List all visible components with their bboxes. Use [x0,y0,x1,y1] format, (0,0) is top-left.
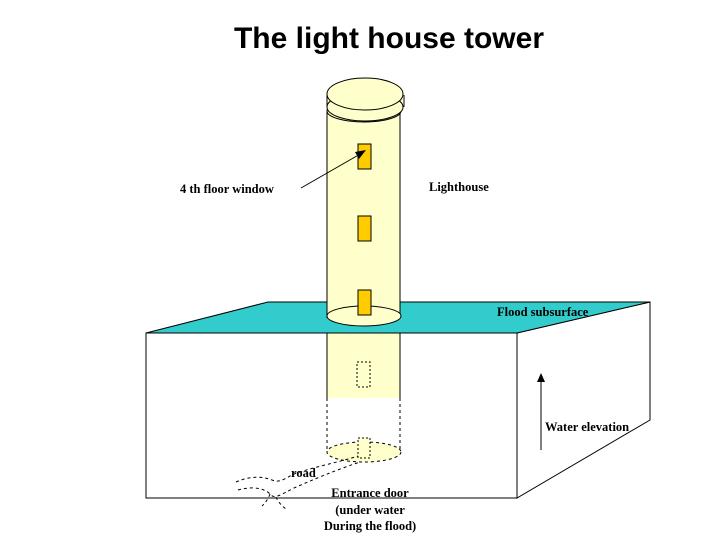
window-pointer-line [300,152,363,189]
label-road: road [291,466,316,480]
road-branch [261,493,271,507]
label-water-elevation: Water elevation [545,420,630,434]
entrance-door [357,437,371,459]
road-upper-edge [235,455,359,483]
road-lower-edge [237,461,361,497]
window-middle [357,215,372,242]
box-right-face [516,301,651,499]
lighthouse-tower-body [327,110,400,318]
label-entrance-line3: During the flood) [323,519,417,533]
label-entrance-line2: (under water [335,503,405,517]
window-lower [357,289,372,316]
label-4th-floor-window: 4 th floor window [180,182,274,196]
lantern-top [326,77,404,111]
road-branch-2 [275,496,287,510]
submerged-window [356,361,371,388]
label-flood-subsurface: Flood subsurface [497,305,589,319]
water-elevation-arrowhead [537,373,545,382]
window-pointer-arrowhead [355,150,366,159]
label-entrance-line1: Entrance door [331,486,409,500]
diagram-title: The light house tower [233,22,544,55]
label-lighthouse: Lighthouse [429,180,489,194]
